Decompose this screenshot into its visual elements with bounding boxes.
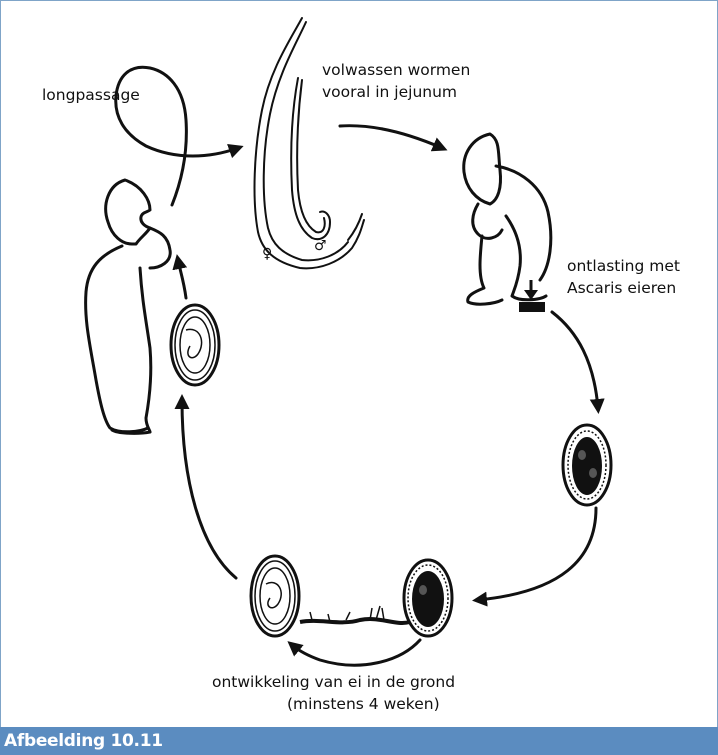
label-lung-passage: longpassage bbox=[42, 85, 140, 105]
label-adult-worms-line2: vooral in jejunum bbox=[322, 82, 457, 102]
crouching-person-figure bbox=[464, 134, 551, 304]
arrow-egg-to-soil bbox=[478, 508, 596, 600]
label-development-line1: ontwikkeling van ei in de grond bbox=[212, 672, 455, 692]
standing-person-figure bbox=[86, 180, 171, 433]
male-symbol: ♂ bbox=[314, 236, 327, 256]
soil-ground bbox=[300, 606, 410, 623]
arrow-soil-to-embryonated-egg bbox=[292, 640, 420, 665]
embryonated-egg-left bbox=[171, 305, 219, 385]
female-symbol: ♀ bbox=[262, 244, 272, 264]
arrow-stool-to-egg bbox=[552, 312, 598, 408]
arrow-worms-to-stool bbox=[340, 126, 442, 148]
arrow-egg-to-person bbox=[178, 260, 186, 298]
arrow-up-left-side bbox=[182, 400, 236, 578]
label-stool-line1: ontlasting met bbox=[567, 256, 680, 276]
lifecycle-diagram bbox=[0, 0, 718, 727]
caption-bar: Afbeelding 10.11 bbox=[0, 727, 718, 755]
stool-drop bbox=[519, 280, 545, 312]
label-adult-worms-line1: volwassen wormen bbox=[322, 60, 470, 80]
embryonated-egg-bottom bbox=[251, 556, 299, 636]
figure-caption: Afbeelding 10.11 bbox=[4, 731, 163, 751]
egg-in-soil bbox=[404, 560, 452, 636]
unembryonated-egg-right bbox=[563, 425, 611, 505]
adult-worms-illustration bbox=[255, 18, 364, 268]
label-stool-line2: Ascaris eieren bbox=[567, 278, 676, 298]
label-development-line2: (minstens 4 weken) bbox=[287, 694, 440, 714]
